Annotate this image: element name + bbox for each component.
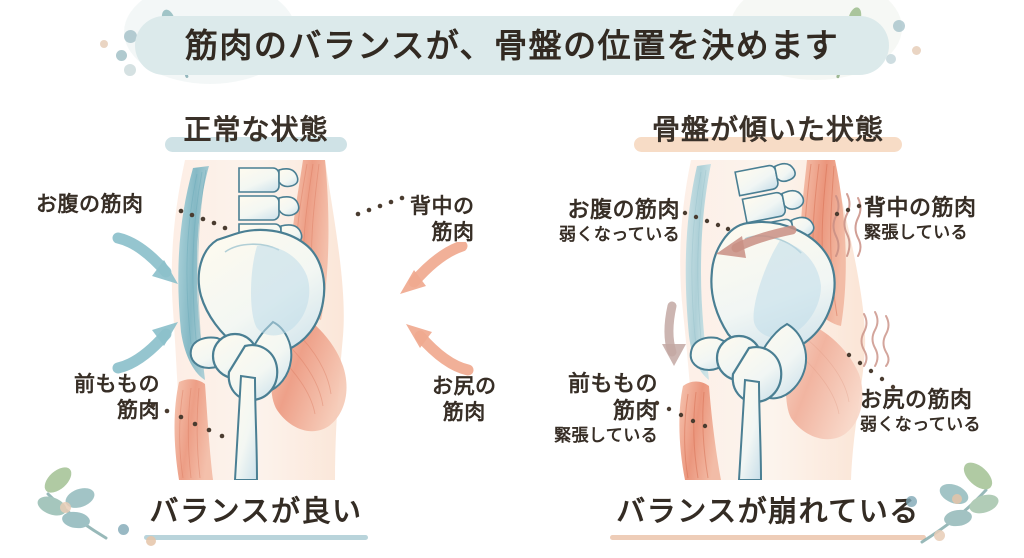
caption-normal-text: バランスが良い	[149, 494, 363, 528]
title-pill: 筋肉のバランスが、骨盤の位置を決めます	[131, 12, 893, 77]
label-back-tilted-line1: 背中の筋肉	[864, 196, 977, 221]
pelvis-illustration-tilted	[651, 160, 885, 480]
pelvis-illustration-normal	[139, 160, 373, 480]
label-back-normal-line2: 筋肉	[431, 219, 475, 244]
label-quad-normal-line1: 前ももの	[74, 372, 160, 396]
label-glute-normal: お尻の 筋肉	[432, 374, 497, 425]
label-quad-tilted-line1: 前ももの	[567, 372, 658, 397]
panel-header-normal-text: 正常な状態	[183, 113, 329, 146]
panel-header-normal: 正常な状態	[0, 106, 512, 154]
label-abdomen-tilted-sub: 弱くなっている	[559, 224, 680, 245]
label-quad-normal-line2: 筋肉	[117, 397, 160, 422]
page-title: 筋肉のバランスが、骨盤の位置を決めます	[0, 12, 1024, 77]
label-quad-tilted-sub: 緊張している	[554, 425, 658, 446]
label-back-normal-line1: 背中の	[410, 194, 475, 218]
arrow-back-in-icon	[392, 242, 468, 300]
label-quad-normal: 前ももの 筋肉	[48, 372, 160, 423]
caption-tilted-text: バランスが崩れている	[616, 494, 920, 528]
label-abdomen-normal-line1: お腹の筋肉	[36, 192, 144, 216]
label-abdomen-normal: お腹の筋肉	[36, 192, 144, 218]
label-glute-normal-line2: 筋肉	[442, 399, 486, 424]
label-back-tilted-sub: 緊張している	[864, 222, 968, 243]
label-abdomen-tilted: お腹の筋肉 弱くなっている	[532, 198, 680, 246]
label-back-normal: 背中の 筋肉	[410, 194, 475, 245]
panel-header-tilted-text: 骨盤が傾いた状態	[651, 113, 884, 146]
label-glute-normal-line1: お尻の	[432, 374, 497, 398]
label-quad-tilted-line2: 筋肉	[612, 398, 658, 424]
panel-normal: 正常な状態	[0, 106, 512, 540]
panel-header-tilted: 骨盤が傾いた状態	[512, 106, 1024, 154]
panel-tilted: 骨盤が傾いた状態	[512, 0, 1024, 558]
label-back-tilted: 背中の筋肉 緊張している	[864, 196, 977, 244]
label-quad-tilted: 前ももの 筋肉 緊張している	[540, 372, 658, 446]
label-abdomen-tilted-line1: お腹の筋肉	[567, 198, 680, 223]
caption-normal: バランスが良い	[0, 488, 512, 540]
label-glute-tilted-sub: 弱くなっている	[860, 414, 981, 435]
label-glute-tilted-line1: お尻の筋肉	[860, 388, 973, 413]
caption-tilted: バランスが崩れている	[512, 488, 1024, 540]
arrow-glute-in-icon	[398, 320, 474, 376]
label-glute-tilted: お尻の筋肉 弱くなっている	[860, 388, 981, 436]
title-text: 筋肉のバランスが、骨盤の位置を決めます	[184, 26, 840, 65]
